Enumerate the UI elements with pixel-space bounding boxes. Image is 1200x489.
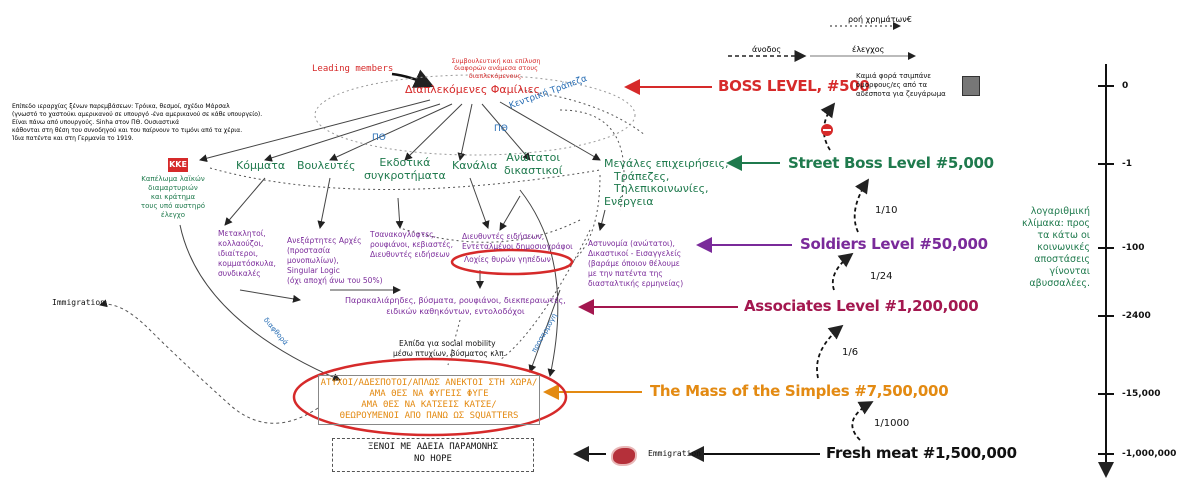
mass-ellipse [292, 357, 568, 437]
leading-members-label: Leading members [312, 64, 394, 74]
boss-note: Καμιά φορά τσιμπάνε όμορφους/ες από τα α… [856, 72, 946, 98]
sub-authorities: Ανεξάρτητες Αρχές (προστασία μονοπωλίων)… [287, 236, 383, 285]
scale-tick-2: -100 [1122, 243, 1145, 253]
node-business: Μεγάλες επιχειρήσεις, Τράπεζες, Τηλεπικο… [604, 157, 729, 208]
sub-highlight: Λοχίες θυρών γηπέδων [464, 255, 551, 264]
scale-tick-1: -1 [1122, 159, 1132, 169]
sub-middlemen: Παρακαλιάρηδες, βύσματα, ρουφιάνοι, διεκ… [345, 296, 566, 316]
node-parties: Κόμματα [236, 159, 286, 172]
immigration-left: Immigration [52, 298, 105, 307]
legend-control-label: έλεγχος [852, 45, 885, 54]
immigration-right: Emmigration [648, 449, 701, 458]
ascent-curve-1 [851, 401, 874, 441]
families-title: Διαπλεκόμενες Φαμίλιες [405, 83, 541, 96]
highlight-ellipse [450, 248, 574, 276]
ratio-4: 1/1000 [874, 418, 910, 429]
pth-label-1: ΠΘ [372, 133, 386, 143]
sub-journalists-1: Τσανακογλύφτες, ρουφιάνοι, κεβιαστές, Δι… [370, 230, 454, 259]
legend-money-label: ροή χρημάτων€ [848, 15, 912, 24]
intro-note: Επίπεδο ιεραρχίας ξένων παρεμβάσεων: Τρό… [12, 103, 263, 142]
ratio-3: 1/6 [842, 347, 859, 358]
level-soldiers: Soldiers Level #50,000 [800, 235, 988, 253]
kke-note: Καπέλωμα λαϊκών διαμαρτυριών και κράτημα… [140, 175, 206, 219]
ratio-1: 1/10 [875, 205, 898, 216]
level-fresh-meat: Fresh meat #1,500,000 [826, 444, 1017, 462]
mass-box: ΑΤΥΧΟΙ/ΑΔΕΣΠΟΤΟΙ/ΑΠΛΩΣ ΑΝΕΚΤΟΙ ΣΤΗ ΧΩΡΑ/… [318, 375, 540, 425]
node-channels: Κανάλια [452, 159, 498, 172]
ascent-curve-3 [831, 252, 854, 291]
ascent-curve-2 [816, 324, 844, 379]
level-street-boss: Street Boss Level #5,000 [788, 154, 994, 172]
xenoi-box: ΞΕΝΟΙ ΜΕ ΑΔΕΙΑ ΠΑΡΑΜΟΝΗΣ NO HOPE [332, 438, 534, 472]
ascent-curve-4 [853, 178, 869, 233]
sub-police: Αστυνομία (ανώτατοι), Δικαστικοί - Εισαγ… [588, 239, 684, 288]
pth-label-2: ΠΘ [494, 124, 508, 134]
level-boss: BOSS LEVEL, #500 [718, 77, 870, 95]
scale-tick-0: 0 [1122, 81, 1129, 91]
node-mps: Βουλευτές [297, 159, 356, 172]
sub-cronies: Μετακλητοί, κολλαούζοι, ιδιαίτεροι, κομμ… [218, 229, 276, 278]
hope-note: Ελπίδα για social mobility μέσω πτυχίων,… [393, 339, 506, 358]
scale-tick-3: -2400 [1122, 311, 1151, 321]
sub-journalists-2: Διευθυντές ειδήσεων, Εντεταλμένοι δημοσι… [462, 232, 573, 251]
families-note: Συμβουλευτική και επίλυση διαφορών ανάμε… [451, 57, 541, 80]
ratio-2: 1/24 [870, 271, 893, 282]
immigration-path [99, 299, 319, 424]
legend-ascent-label: άνοδος [752, 45, 782, 54]
level-mass: The Mass of the Simples #7,500,000 [650, 382, 949, 400]
avatar [962, 76, 980, 96]
node-courts: Ανώτατοι δικαστικοί [504, 151, 563, 177]
no-entry-icon [821, 124, 833, 136]
meat-icon [611, 446, 637, 466]
node-publishers: Εκδοτικά συγκροτήματα [364, 156, 446, 182]
scale-tick-4: -15,000 [1122, 389, 1161, 399]
log-note: λογαριθμική κλίμακα: προς τα κάτω οι κοι… [1022, 206, 1090, 289]
level-associates: Associates Level #1,200,000 [744, 297, 979, 315]
families-shape [314, 74, 636, 156]
kke-logo: ΚΚΕ [168, 158, 188, 172]
scale-tick-5: -1,000,000 [1122, 449, 1177, 459]
